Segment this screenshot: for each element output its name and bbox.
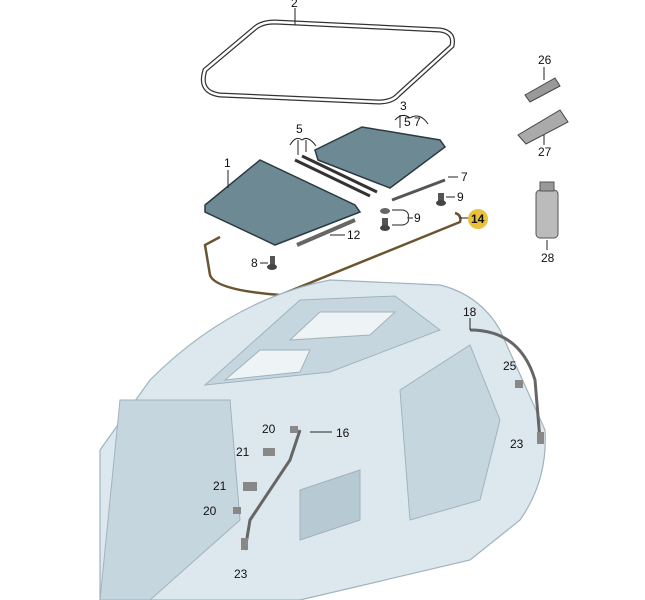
part-20-clip-bottom[interactable]: [233, 507, 241, 514]
part-7-strip[interactable]: [391, 178, 446, 202]
part-23-valve-rear[interactable]: [537, 432, 544, 444]
rear-drain-hose[interactable]: [469, 328, 542, 441]
callout-5: 5: [296, 122, 303, 136]
highlight-marker: [468, 209, 488, 229]
part-26-tube[interactable]: [524, 77, 561, 103]
callout-28: 28: [541, 251, 555, 265]
callout-23-front: 23: [234, 567, 248, 581]
callout-16: 16: [336, 426, 350, 440]
part-25-clip[interactable]: [515, 380, 523, 388]
callout-21-bottom: 21: [213, 479, 227, 493]
part-1-front-glass[interactable]: [204, 159, 362, 246]
callout-20-bottom: 20: [203, 504, 217, 518]
part-5-strips[interactable]: [294, 154, 378, 198]
part-9-bolts[interactable]: [380, 193, 446, 231]
part-8-bolt[interactable]: [267, 256, 277, 270]
callout-2: 2: [291, 0, 298, 10]
callout-9-center: 9: [414, 211, 421, 225]
part-2-frame-seal[interactable]: [200, 19, 455, 105]
part-12-strip[interactable]: [296, 218, 356, 247]
front-drain-hose[interactable]: [243, 429, 302, 551]
callout-8: 8: [251, 256, 258, 270]
callout-25: 25: [503, 359, 517, 373]
callout-21-top: 21: [236, 445, 250, 459]
part-21-clip-bottom[interactable]: [243, 482, 257, 491]
car-body: [99, 279, 546, 600]
callout-12: 12: [347, 228, 361, 242]
callout-20-top: 20: [262, 422, 276, 436]
callout-3: 3: [400, 99, 407, 113]
callout-18: 18: [463, 305, 477, 319]
part-27-tube[interactable]: [517, 109, 569, 145]
callout-14: 14: [471, 212, 485, 226]
part-21-clip-top[interactable]: [263, 448, 275, 456]
callout-9-right: 9: [457, 190, 464, 204]
callout-27: 27: [538, 145, 552, 159]
callout-23-rear: 23: [510, 437, 524, 451]
callout-7: 7: [461, 170, 468, 184]
part-28-bottle[interactable]: [535, 181, 559, 239]
part-23-valve-front[interactable]: [241, 538, 248, 550]
part-3-rear-glass[interactable]: [314, 126, 447, 189]
callout-3-sub: 5 7: [404, 115, 421, 129]
part-20-clip-top[interactable]: [290, 426, 298, 433]
callout-1: 1: [224, 156, 231, 170]
callout-26: 26: [538, 53, 552, 67]
